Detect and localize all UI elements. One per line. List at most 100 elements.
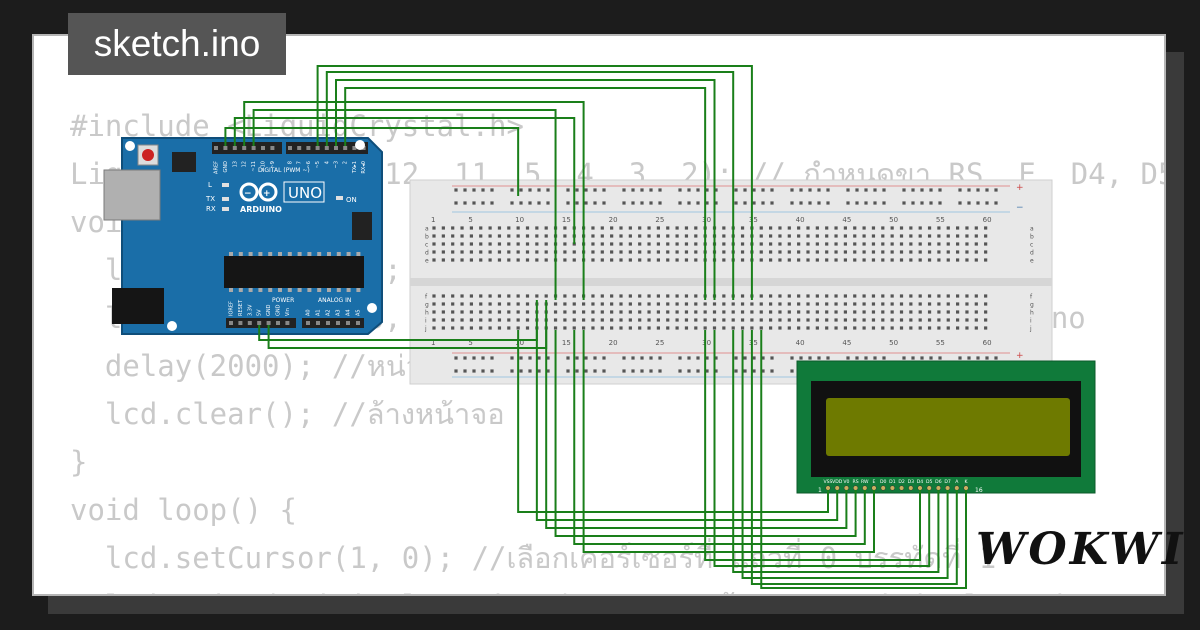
lcd-pin[interactable] — [889, 485, 895, 491]
lcd-pin[interactable] — [834, 485, 840, 491]
lcd-pin[interactable] — [862, 485, 868, 491]
bb-column-number: 20 — [609, 216, 618, 224]
bb-column-number: 1 — [431, 216, 435, 224]
digital-pin[interactable] — [324, 146, 329, 150]
lcd-pin[interactable] — [926, 485, 932, 491]
bb-row-letter: f — [425, 294, 428, 301]
power-jack — [112, 288, 164, 324]
rail-plus-bottom: + — [1016, 351, 1024, 361]
code-line: lcd.clear(); //ล้างหน้าจอ — [70, 397, 505, 431]
power-pin[interactable] — [257, 321, 262, 325]
lcd-screen — [826, 398, 1070, 456]
analog-pin[interactable] — [336, 321, 340, 325]
lcd-pin[interactable] — [963, 485, 969, 491]
bb-column-number: 55 — [936, 216, 945, 224]
power-pin[interactable] — [247, 321, 252, 325]
lcd-pin[interactable] — [935, 485, 941, 491]
atmega-chip — [224, 256, 364, 288]
digital-pin-label: AREF — [214, 161, 220, 174]
digital-pin-label: 7 — [297, 161, 303, 164]
power-pin[interactable] — [285, 321, 290, 325]
lcd-pin-label: RS — [853, 479, 859, 485]
power-pin[interactable] — [238, 321, 243, 325]
wire — [325, 71, 735, 300]
lcd-pin[interactable] — [899, 485, 905, 491]
bb-row-letter: a — [1030, 226, 1034, 233]
power-pin[interactable] — [266, 321, 271, 325]
bb-column-number: 25 — [655, 216, 664, 224]
lcd-pin-label: RW — [861, 479, 869, 485]
lcd-pin[interactable] — [917, 485, 923, 491]
lcd-pin[interactable] — [908, 485, 914, 491]
digital-pin[interactable] — [288, 146, 292, 150]
analog-pin[interactable] — [316, 321, 320, 325]
power-pin[interactable] — [229, 321, 233, 325]
digital-pin[interactable] — [261, 146, 265, 150]
power-pin-label: RESET — [238, 299, 244, 316]
bb-column-number: 55 — [936, 339, 945, 347]
reset-button[interactable] — [142, 149, 154, 161]
power-pin[interactable] — [276, 321, 280, 325]
bb-row-letter: h — [1030, 310, 1034, 317]
digital-pin[interactable] — [343, 146, 348, 150]
digital-pin[interactable] — [306, 146, 311, 150]
l-led-label: L — [208, 181, 212, 189]
wire — [535, 330, 839, 521]
digital-pin[interactable] — [242, 146, 247, 150]
digital-pin[interactable] — [352, 146, 357, 150]
lcd-pin-last: 16 — [975, 487, 983, 494]
lcd-pin[interactable] — [843, 485, 849, 491]
analog-header-label: ANALOG IN — [318, 297, 351, 304]
wire — [224, 127, 520, 196]
power-pin-label: 3.3V — [247, 304, 253, 316]
bb-column-number: 50 — [889, 339, 898, 347]
digital-pin-label: RX◂0 — [361, 161, 367, 174]
analog-pin[interactable] — [306, 321, 310, 325]
wire — [704, 330, 921, 561]
analog-pin-label: A5 — [356, 309, 362, 316]
analog-pin[interactable] — [356, 321, 360, 325]
digital-pin[interactable] — [270, 146, 275, 150]
bb-column-number: 25 — [655, 339, 664, 347]
power-pin-label: Vin — [285, 308, 291, 316]
usb-port — [103, 169, 161, 221]
power-header-label: POWER — [272, 297, 294, 304]
digital-pin[interactable] — [251, 146, 256, 150]
analog-pin[interactable] — [326, 321, 330, 325]
wire — [750, 330, 958, 585]
lcd-pin-label: A — [955, 479, 959, 485]
digital-pin[interactable] — [223, 146, 228, 150]
bb-row-letter: e — [425, 258, 429, 265]
digital-pin[interactable] — [334, 146, 338, 150]
icsp-header — [172, 152, 196, 172]
lcd-pin[interactable] — [880, 485, 886, 491]
digital-pin[interactable] — [214, 146, 218, 150]
bb-row-letter: d — [1030, 250, 1034, 257]
digital-pin-label: 2 — [343, 161, 349, 164]
lcd-pin[interactable] — [954, 485, 960, 491]
lcd-pin[interactable] — [853, 485, 859, 491]
bb-column-number: 60 — [983, 216, 992, 224]
bb-row-letter: f — [1030, 294, 1033, 301]
wire — [582, 330, 875, 553]
lcd-pin-label: E — [873, 479, 876, 485]
lcd-pin[interactable] — [825, 485, 831, 491]
code-line: void loop() { — [70, 493, 297, 527]
project-filename-badge[interactable]: sketch.ino — [68, 13, 286, 75]
bb-column-number: 15 — [562, 216, 571, 224]
digital-pin-label: ~6 — [306, 161, 312, 168]
lcd-pin[interactable] — [945, 485, 951, 491]
bb-row-letter: d — [425, 250, 429, 257]
digital-pin[interactable] — [297, 146, 302, 150]
lcd-pin[interactable] — [871, 485, 877, 491]
analog-pin[interactable] — [346, 321, 350, 325]
bb-column-number: 30 — [702, 339, 711, 347]
arduino-infinity-logo — [239, 182, 259, 202]
svg-text:−: − — [244, 189, 252, 199]
digital-pin[interactable] — [315, 146, 320, 150]
digital-pin[interactable] — [232, 146, 237, 150]
